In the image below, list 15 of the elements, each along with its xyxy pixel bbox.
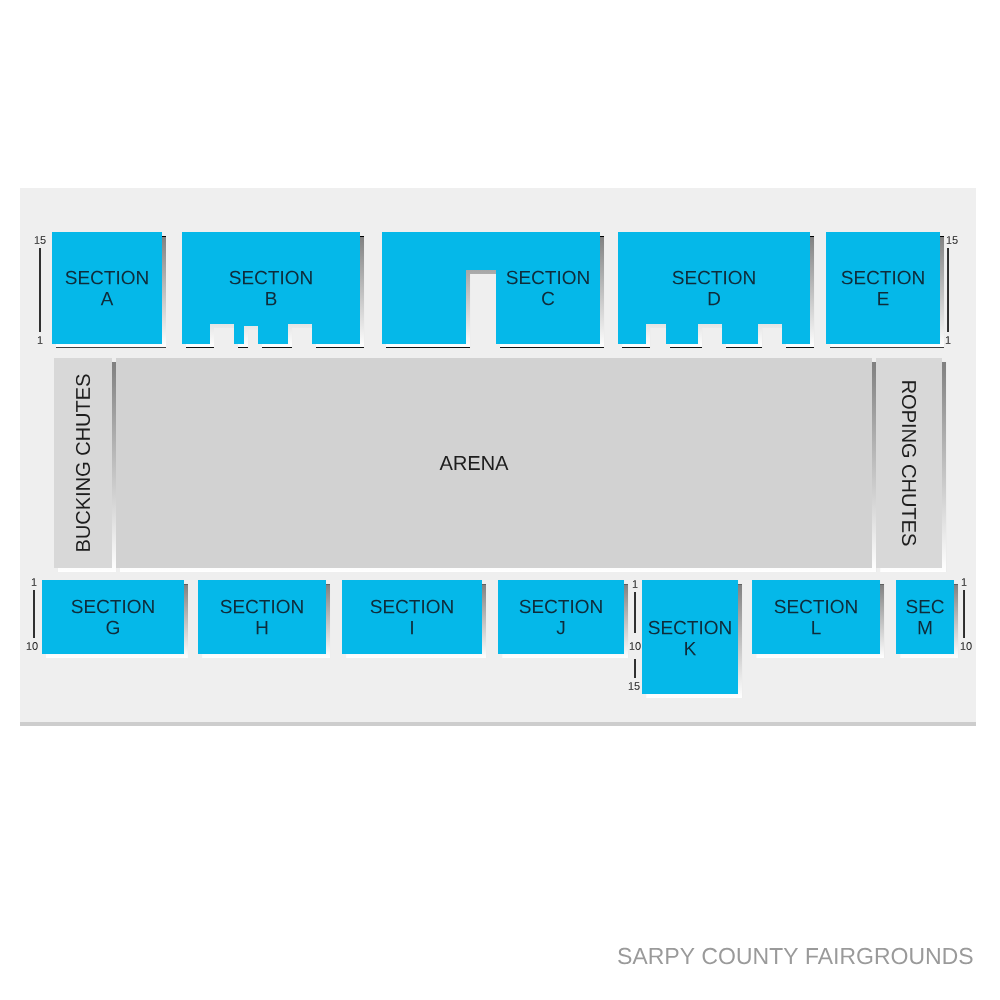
seating-section: SEC M (896, 580, 958, 658)
chute-area: BUCKING CHUTES (54, 358, 116, 572)
chute-area: ROPING CHUTES (876, 358, 946, 572)
venue-name: SARPY COUNTY FAIRGROUNDS (618, 947, 973, 965)
seating-section: SECTION I (342, 580, 486, 658)
seating-section: SECTION B (182, 232, 364, 348)
seating-section: SECTION C (382, 232, 604, 348)
seating-section: SECTION D (618, 232, 814, 348)
seating-section: SECTION E (826, 232, 944, 348)
seating-section: SECTION L (752, 580, 884, 658)
seating-section: SECTION A (52, 232, 166, 348)
seating-section: SECTION J (498, 580, 628, 658)
seating-section: SECTION K (642, 580, 742, 698)
seating-section: SECTION H (198, 580, 330, 658)
seating-section: SECTION G (42, 580, 188, 658)
